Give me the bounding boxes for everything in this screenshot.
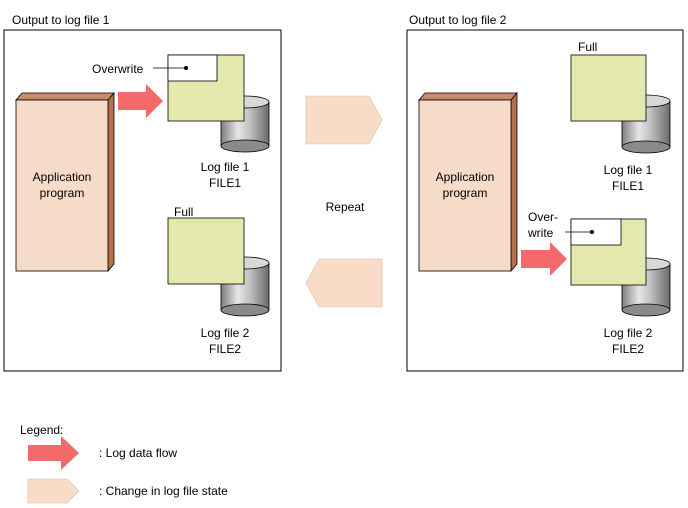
legend-pentagon-arrow-icon xyxy=(27,478,80,504)
legend-title: Legend: xyxy=(20,423,64,437)
panel2-data-flow-arrow xyxy=(521,242,567,276)
panel2-application-block xyxy=(418,91,518,273)
panel1-file1-label-line1: Log file 1 xyxy=(200,160,250,174)
panel2-full-label: Full xyxy=(578,40,598,54)
panel1-application-block xyxy=(15,91,115,273)
panel1-overwrite-label: Overwrite xyxy=(92,62,144,76)
repeat-label: Repeat xyxy=(325,200,365,214)
panel2-log-file-2-page xyxy=(565,218,647,286)
panel1-file2-label-line1: Log file 2 xyxy=(200,326,250,340)
panel2-file2-label-line1: Log file 2 xyxy=(603,326,653,340)
panel2-file1-label-line1: Log file 1 xyxy=(603,163,653,177)
state-change-arrow-left xyxy=(305,258,383,308)
legend-item-state-change: : Change in log file state xyxy=(99,484,228,498)
panel1-log-file-1-page xyxy=(153,54,245,122)
panel2-log-file-1-page xyxy=(570,54,647,122)
panel1-log-file-2-page xyxy=(167,217,245,285)
panel2-overwrite-label-line1: Over- xyxy=(528,210,558,224)
panel1-title: Output to log file 1 xyxy=(12,13,110,27)
panel2-app-label-line2: program xyxy=(442,186,488,200)
panel1-file1-label-line2: FILE1 xyxy=(208,176,241,190)
panel2-title: Output to log file 2 xyxy=(409,13,507,27)
panel2-file2-label-line2: FILE2 xyxy=(611,342,644,356)
panel1-data-flow-arrow xyxy=(118,84,163,118)
panel2-app-label-line1: Application xyxy=(435,170,495,184)
panel2-overwrite-label-line2: write xyxy=(528,226,554,240)
state-change-arrow-right xyxy=(305,95,383,145)
panel1-full-label: Full xyxy=(174,205,194,219)
panel1-file2-label-line2: FILE2 xyxy=(208,342,241,356)
legend-red-arrow-icon xyxy=(28,436,79,470)
panel1-app-label-line1: Application xyxy=(32,170,92,184)
panel2-file1-label-line2: FILE1 xyxy=(611,179,644,193)
legend-item-data-flow: : Log data flow xyxy=(99,446,178,460)
panel1-app-label-line2: program xyxy=(39,186,85,200)
